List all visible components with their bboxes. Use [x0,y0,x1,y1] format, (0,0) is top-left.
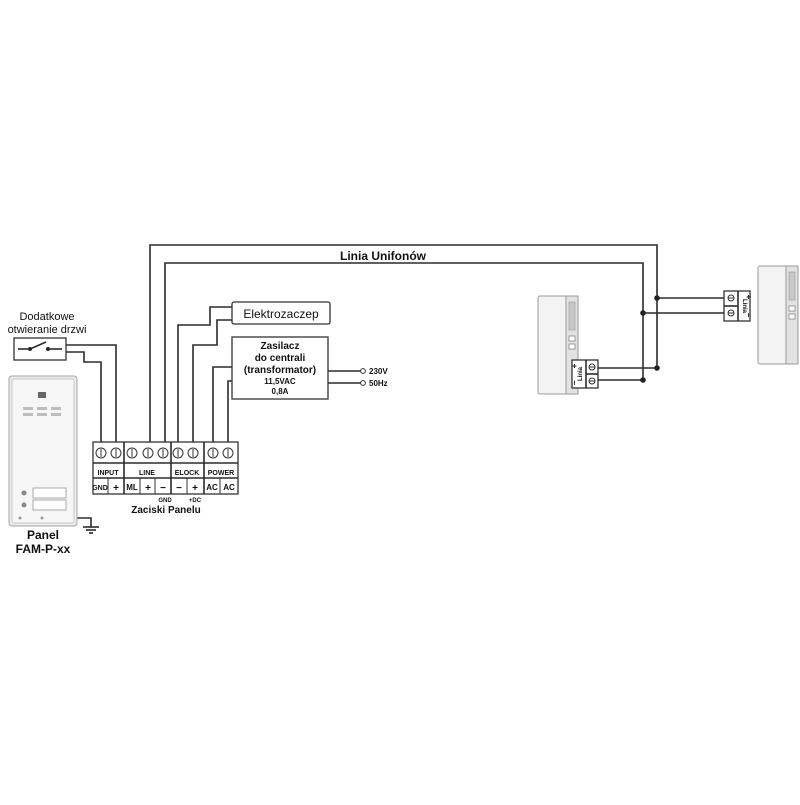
terminal-pin-label: GND [92,485,108,492]
panel-label-2: FAM-P-xx [16,542,71,556]
door-button: Dodatkowe otwieranie drzwi [8,311,87,361]
terminal-block: INPUT LINE ELOCK POWER GND + ML + − − + … [92,441,239,516]
power-wire-2 [227,380,232,447]
handset-2-button-icon [788,313,796,320]
handset-2-plus-label: + [744,295,753,300]
handset-2: Linia + − [723,265,799,365]
power-supply-label-1: Zasilacz [261,341,300,352]
handset-2-minus-label: − [744,313,753,318]
elock-wire-2 [192,319,232,447]
panel-ground-wire [77,517,92,527]
handset-1-terminal-label: Linia [578,366,584,381]
panel-speaker-grille [23,407,61,416]
power-supply-current: 0,8A [272,387,289,396]
handset-1-button-icon [568,335,576,342]
handset-1-grille [568,301,576,331]
handset-1-plus-label: + [570,363,579,368]
terminal-screws [95,447,234,459]
input-wire-2 [66,344,117,447]
elektrozaczep-box [231,301,331,325]
handset-1-button-icon [568,343,576,350]
terminal-pin-dividers [107,478,221,494]
power-supply-label-2: do centrali [255,353,306,364]
handset-2-terminal-label: Linia [741,299,747,314]
terminal-pin-label: AC [206,483,218,492]
terminals-caption: Zaciski Panelu [131,505,200,516]
terminal-pin-label: + [192,483,198,494]
mains-voltage-label: 230V [369,367,388,376]
terminal-sub-label-dc: +DC [189,498,202,504]
power-supply-box [231,336,329,400]
terminal-group-power: POWER [208,470,234,477]
mains-frequency-label: 50Hz [369,379,388,388]
junction-dot [640,310,646,316]
terminal-pin-label: ML [126,483,138,492]
junction-dot [640,377,646,383]
handset-2-button-icon [788,305,796,312]
input-wire-1 [66,351,102,447]
line-wire-outer [149,244,658,447]
elektrozaczep-label: Elektrozaczep [243,307,319,321]
power-supply-label-3: (transformator) [244,365,316,376]
bell-button-icon [21,502,27,508]
elektrozaczep: Elektrozaczep [231,301,331,325]
panel-name-plate-2 [32,499,67,511]
panel-name-plate-1 [32,487,67,499]
handset-2-grille [788,271,796,301]
terminal-group-elock: ELOCK [175,470,200,477]
line-title: Linia Unifonów [340,249,427,263]
terminal-pin-label: − [160,483,166,494]
mains-terminal [360,380,366,386]
door-button-box [13,337,67,361]
power-supply: Zasilacz do centrali (transformator) 11,… [231,336,388,400]
elock-wire-1 [177,306,232,447]
panel-screw-icon [18,516,22,520]
terminal-pin-label: − [176,483,182,494]
handset-1: Linia + − [537,295,599,395]
junction-dot [654,365,660,371]
line-wire-inner [164,262,724,447]
panel-device: Panel FAM-P-xx [8,375,78,556]
power-supply-voltage: 11,5VAC [264,377,296,386]
mains-terminal [360,368,366,374]
bell-button-icon [21,490,27,496]
wires [66,244,724,534]
terminal-pin-label: + [145,483,151,494]
panel-screw-icon [40,516,44,520]
terminal-group-line: LINE [139,470,155,477]
door-button-label-2: otwieranie drzwi [8,324,87,336]
door-button-label-1: Dodatkowe [19,311,74,323]
panel-label-1: Panel [27,528,59,542]
panel-camera-icon [38,392,46,398]
terminal-pin-label: AC [223,483,235,492]
terminal-pin-label: + [113,483,119,494]
door-switch-blade [29,341,47,350]
power-wire-1 [212,366,232,447]
junction-dot [654,295,660,301]
handset-1-minus-label: − [570,380,579,385]
terminal-group-input: INPUT [98,470,120,477]
terminal-sub-label-gnd: GND [158,498,172,504]
